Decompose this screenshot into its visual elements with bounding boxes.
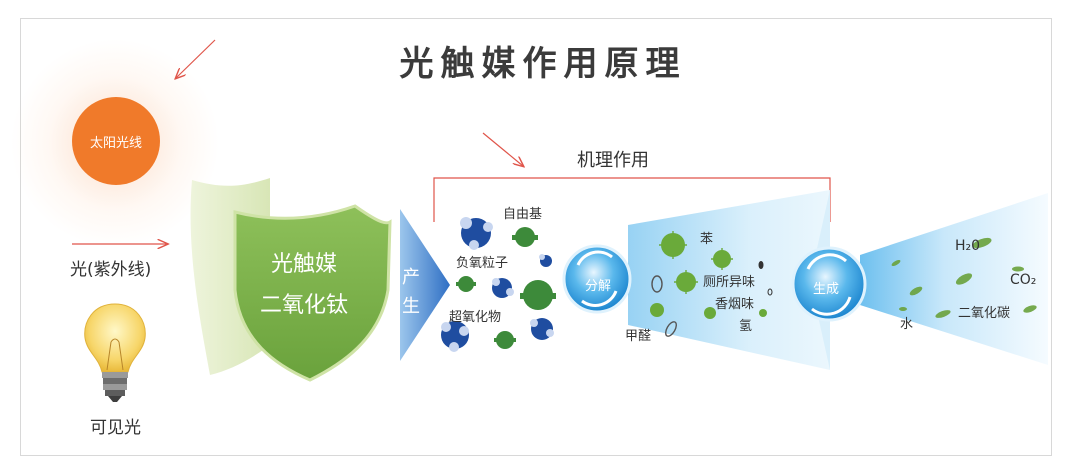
shield-line1: 光触媒 bbox=[270, 252, 337, 277]
particles-cluster bbox=[441, 217, 556, 352]
mechanism-label: 机理作用 bbox=[577, 150, 649, 171]
visible-light-label: 可见光 bbox=[90, 418, 141, 438]
produce-label-2: 生 bbox=[402, 296, 420, 317]
sun-icon: 太阳光线 bbox=[72, 97, 160, 185]
toilet-odor-label: 厕所异味 bbox=[703, 275, 756, 290]
superoxide-molecule bbox=[539, 254, 552, 267]
particle-icon bbox=[767, 288, 773, 296]
free-radical-label: 自由基 bbox=[503, 207, 543, 222]
mechanism-arrow bbox=[482, 132, 523, 166]
negative-oxygen-ion bbox=[456, 276, 476, 292]
pollutant-microbes-spikes bbox=[659, 231, 733, 294]
superoxide-molecule bbox=[460, 217, 493, 250]
leaf-icons bbox=[891, 237, 1037, 318]
negative-oxygen-ion-label: 负氧粒子 bbox=[456, 256, 509, 271]
co2-label: CO₂ bbox=[1010, 272, 1037, 288]
smoke-odor-label: 香烟味 bbox=[715, 297, 755, 312]
water-label: 水 bbox=[900, 317, 914, 332]
particle-icon bbox=[758, 261, 764, 269]
light-bulb-icon bbox=[84, 303, 146, 402]
superoxide-molecule bbox=[441, 321, 469, 352]
negative-oxygen-ion bbox=[520, 280, 556, 310]
negative-oxygen-ion bbox=[494, 331, 516, 349]
bacteria-icon bbox=[651, 275, 663, 293]
diagram-title: 光触媒作用原理 bbox=[399, 44, 687, 84]
superoxide-molecule bbox=[492, 278, 514, 298]
decompose-label: 分解 bbox=[585, 279, 612, 294]
formaldehyde-label: 甲醛 bbox=[625, 329, 652, 344]
negative-oxygen-ion bbox=[512, 227, 538, 247]
uv-label: 光(紫外线) bbox=[70, 260, 152, 280]
reaction-cones bbox=[562, 190, 1048, 370]
generate-cone bbox=[860, 193, 1048, 365]
carbon-dioxide-label: 二氧化碳 bbox=[958, 306, 1011, 321]
generate-label: 生成 bbox=[813, 282, 840, 297]
produce-label-1: 产 bbox=[402, 267, 420, 288]
bacteria-icon bbox=[665, 321, 677, 337]
sun-arrow bbox=[176, 39, 216, 78]
diagram-frame bbox=[20, 18, 1052, 456]
ammonia-label: 氢 bbox=[739, 319, 753, 334]
produce-arrow bbox=[400, 209, 450, 361]
h2o-label: H₂0 bbox=[955, 238, 981, 254]
photocatalyst-shield bbox=[190, 178, 392, 382]
superoxide-label: 超氧化物 bbox=[449, 310, 502, 325]
sun-label: 太阳光线 bbox=[89, 135, 142, 151]
benzene-label: 苯 bbox=[700, 232, 714, 247]
superoxide-molecule bbox=[530, 318, 554, 340]
shield-line2: 二氧化钛 bbox=[259, 293, 348, 318]
